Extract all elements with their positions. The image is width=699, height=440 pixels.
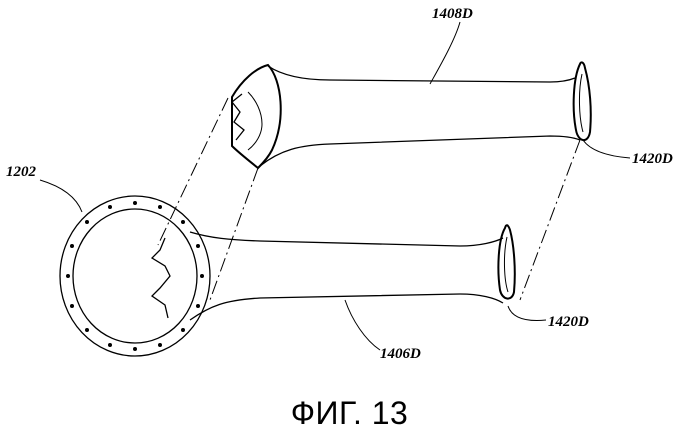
hub-ring — [60, 196, 210, 356]
upper-blade — [232, 62, 591, 168]
assembly-lines — [158, 98, 580, 300]
lower-blade — [152, 225, 515, 320]
label-upper-blade: 1408D — [432, 6, 473, 22]
label-hub: 1202 — [6, 164, 37, 180]
label-upper-tip: 1420D — [632, 151, 673, 167]
hub-bolt-holes — [66, 201, 204, 351]
label-lower-tip: 1420D — [548, 314, 589, 330]
label-lower-blade: 1406D — [380, 346, 421, 362]
figure-caption: ФИГ. 13 — [0, 395, 699, 432]
leader-lines — [40, 22, 630, 350]
